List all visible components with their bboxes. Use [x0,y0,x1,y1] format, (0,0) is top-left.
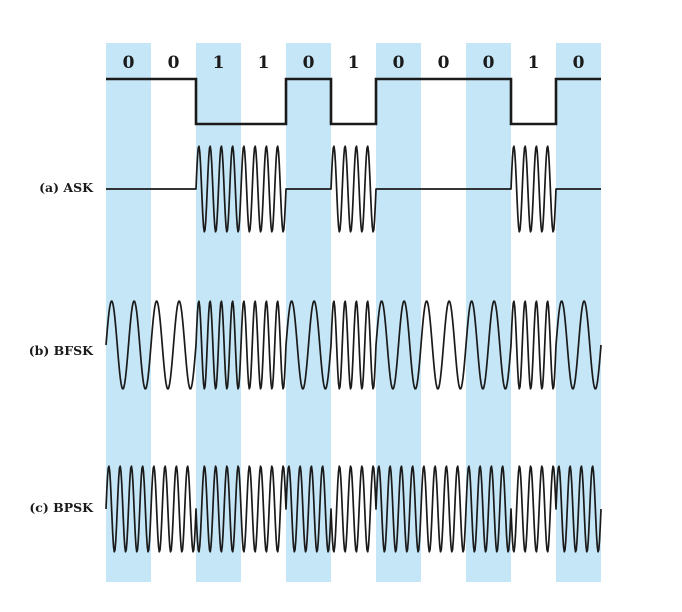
bpsk-label: (c) BPSK [29,500,94,515]
ask-waveform [105,145,602,233]
bit-label: 0 [303,53,315,73]
bit-label: 1 [213,53,225,73]
bit-labels: 0 0 1 1 0 1 0 0 0 1 0 [123,53,585,73]
bit-label: 0 [573,53,585,73]
ask-label: (a) ASK [39,180,94,195]
bit-label: 0 [393,53,405,73]
bit-label: 1 [528,53,540,73]
bfsk-waveform [105,300,602,390]
bfsk-label: (b) BFSK [29,343,94,358]
bpsk-waveform [105,465,602,553]
bit-label: 0 [483,53,495,73]
bit-label: 1 [258,53,270,73]
digital-signal-line [106,77,601,126]
bit-label: 0 [168,53,180,73]
bit-label: 0 [438,53,450,73]
bit-label: 1 [348,53,360,73]
bit-label: 0 [123,53,135,73]
